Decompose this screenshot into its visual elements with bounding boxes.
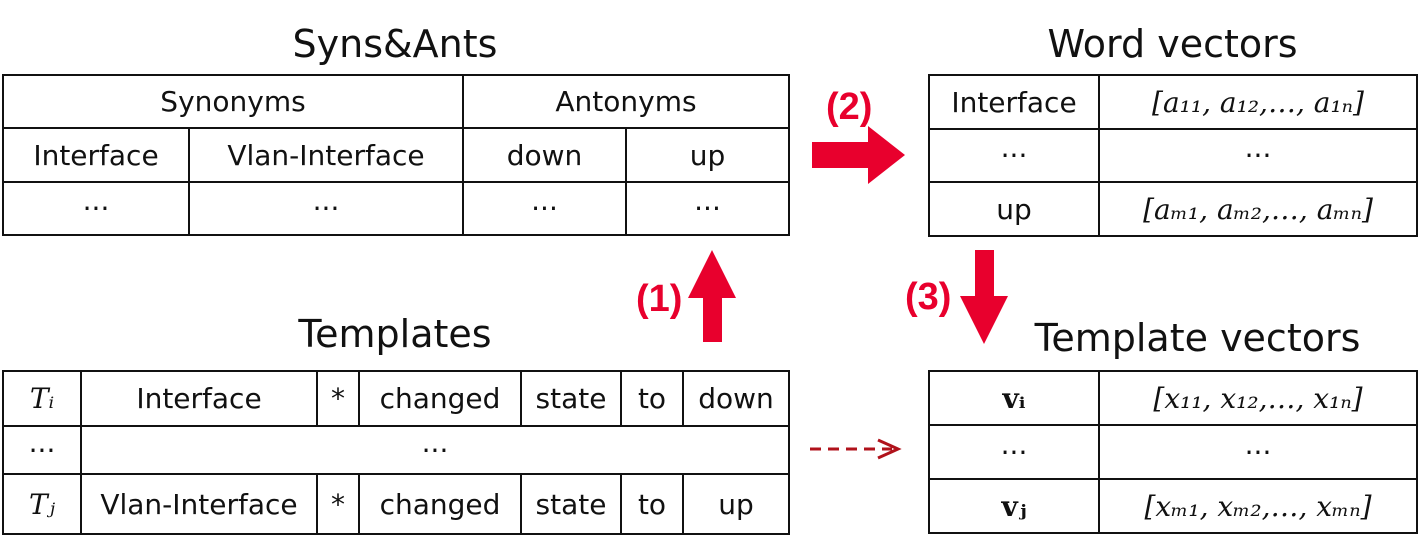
table-cell: ··· <box>928 128 1100 183</box>
table-cell: up <box>624 127 791 183</box>
word-vectors-title: Word vectors <box>1047 22 1298 66</box>
templates-title: Templates <box>298 312 492 356</box>
table-cell: ··· <box>1098 424 1418 480</box>
right-arrow-icon <box>812 126 905 184</box>
table-cell: ··· <box>1098 128 1418 183</box>
vector-cell: [a₁₁, a₁₂,…, a₁ₙ] <box>1098 74 1418 130</box>
vector-id-cell: vⱼ <box>928 478 1100 534</box>
template-vectors-table: vᵢ [x₁₁, x₁₂,…, x₁ₙ] ··· ··· vⱼ [xₘ₁, xₘ… <box>928 370 1418 534</box>
vector-cell: [xₘ₁, xₘ₂,…, xₘₙ] <box>1098 478 1418 534</box>
step-2-label: (2) <box>826 86 873 128</box>
template-id-cell: Tⱼ <box>2 473 82 535</box>
step-3-label: (3) <box>905 276 952 318</box>
table-cell: changed <box>358 370 522 427</box>
table-cell: ··· <box>80 425 790 475</box>
up-arrow-icon <box>688 250 736 342</box>
table-cell: down <box>462 127 627 183</box>
table-cell: Interface <box>2 127 190 183</box>
antonyms-header: Antonyms <box>461 74 791 129</box>
word-vectors-table: Interface [a₁₁, a₁₂,…, a₁ₙ] ··· ··· up [… <box>928 74 1418 237</box>
table-cell: ··· <box>624 181 791 236</box>
table-cell: ··· <box>2 425 82 475</box>
vector-cell: [x₁₁, x₁₂,…, x₁ₙ] <box>1098 370 1418 426</box>
table-cell: to <box>620 473 684 535</box>
vector-cell: [aₘ₁, aₘ₂,…, aₘₙ] <box>1098 181 1418 237</box>
templates-table: Tᵢ Interface * changed state to down ···… <box>2 370 790 535</box>
step-1-label: (1) <box>636 278 683 320</box>
vector-id-cell: vᵢ <box>928 370 1100 426</box>
table-cell: up <box>928 181 1100 237</box>
table-cell: Interface <box>928 74 1100 130</box>
table-cell: ··· <box>188 181 464 236</box>
table-cell: Interface <box>80 370 318 427</box>
table-cell: state <box>520 473 622 535</box>
table-cell: down <box>682 370 790 427</box>
table-cell: to <box>620 370 684 427</box>
table-cell: Vlan-Interface <box>188 127 464 183</box>
template-vectors-title: Template vectors <box>1034 316 1361 360</box>
table-cell: ··· <box>928 424 1100 480</box>
table-cell: * <box>316 473 360 535</box>
table-cell: ··· <box>462 181 627 236</box>
down-arrow-icon <box>960 250 1008 344</box>
table-cell: Vlan-Interface <box>80 473 318 535</box>
table-cell: * <box>316 370 360 427</box>
table-cell: up <box>682 473 790 535</box>
table-cell: changed <box>358 473 522 535</box>
table-cell: state <box>520 370 622 427</box>
template-id-cell: Tᵢ <box>2 370 82 427</box>
syns-ants-table: Synonyms Antonyms Interface Vlan-Interfa… <box>2 74 791 236</box>
synonyms-header: Synonyms <box>2 74 464 129</box>
table-cell: ··· <box>2 181 190 236</box>
syns-ants-title: Syns&Ants <box>292 22 498 66</box>
dashed-arrow-icon <box>810 438 902 460</box>
